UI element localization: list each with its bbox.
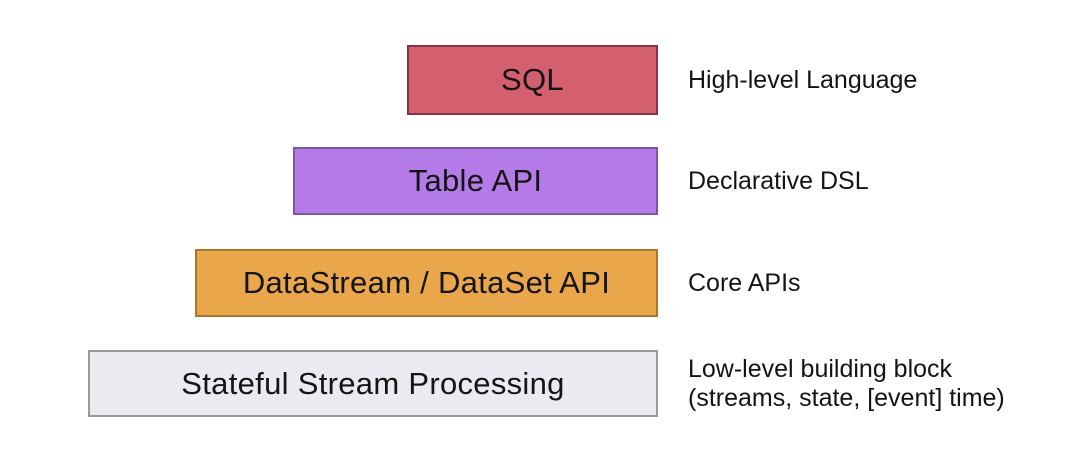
layer-annotation-stateful-stream-processing: Low-level building block (streams, state… — [688, 354, 1005, 412]
layer-box-stateful-stream-processing: Stateful Stream Processing — [88, 350, 658, 417]
layer-annotation-sql: High-level Language — [688, 65, 918, 94]
layer-box-datastream-dataset-api: DataStream / DataSet API — [195, 249, 658, 317]
layer-annotation-datastream-dataset-api: Core APIs — [688, 268, 801, 297]
layer-label-stateful-stream-processing: Stateful Stream Processing — [181, 365, 565, 401]
layer-label-table-api: Table API — [408, 163, 543, 198]
layer-label-datastream-dataset-api: DataStream / DataSet API — [242, 265, 611, 300]
layer-annotation-table-api: Declarative DSL — [688, 166, 869, 195]
layer-label-sql: SQL — [501, 62, 564, 97]
layer-box-sql: SQL — [407, 45, 658, 115]
layer-box-table-api: Table API — [293, 147, 658, 215]
